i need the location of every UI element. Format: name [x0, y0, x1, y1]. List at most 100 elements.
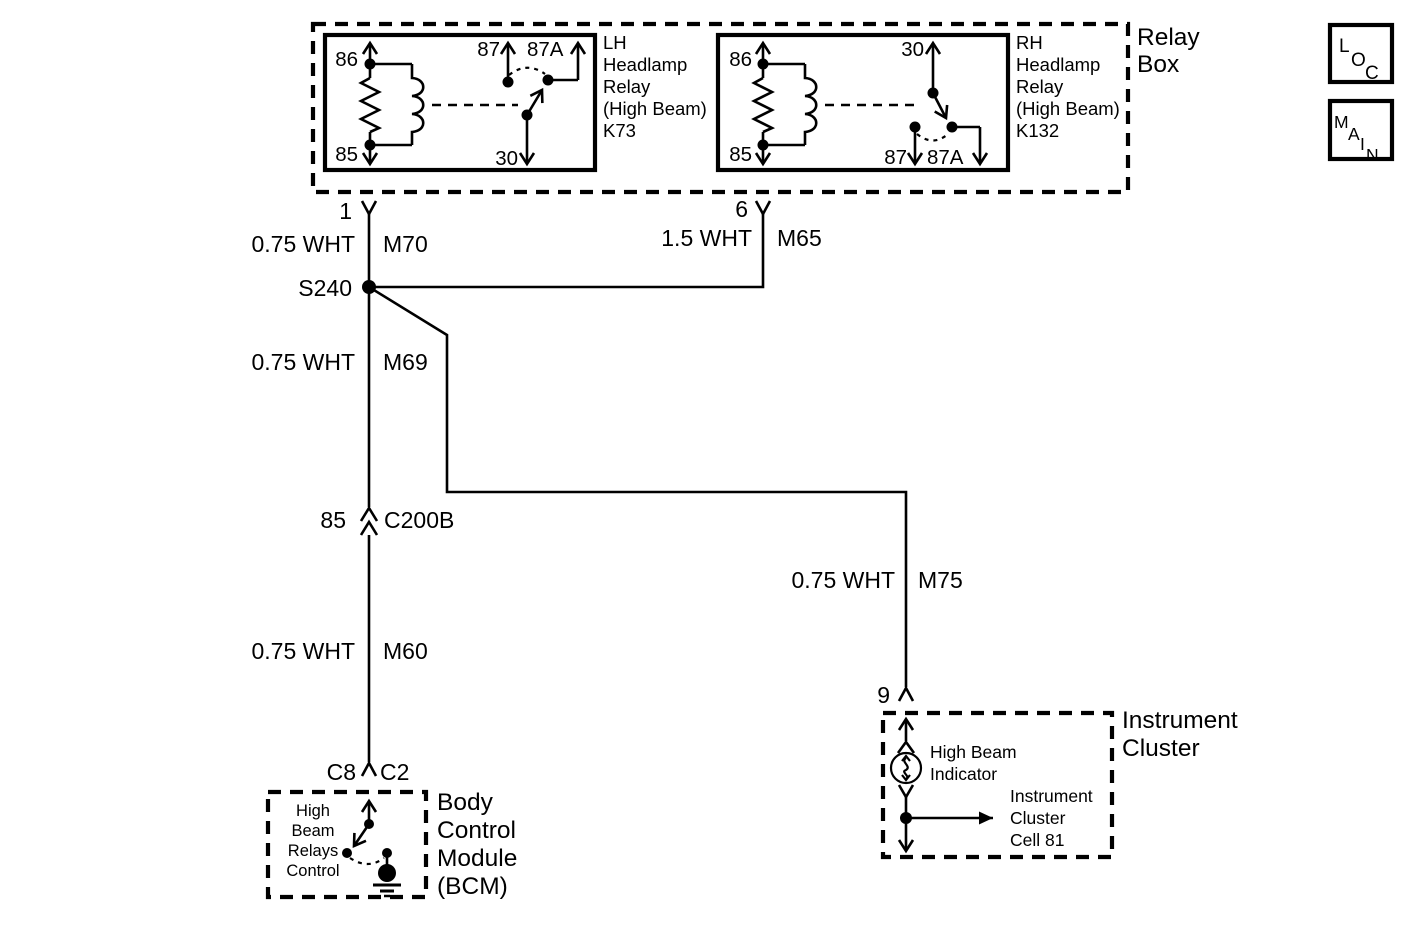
- loc-tag-letter: O: [1351, 50, 1366, 71]
- bcm-function-label: Beam: [291, 822, 334, 840]
- lh-switch-arm: [525, 87, 544, 116]
- bcm-pin-c8-label: C8: [327, 759, 356, 785]
- wire-m65-circuit: M65: [777, 225, 822, 251]
- instrument-cluster-outline: [880, 710, 1115, 860]
- rh-headlamp-relay-symbol: 86 85 30 87 87A RH Headlamp Relay (High …: [715, 32, 1120, 173]
- rh-switch-arm: [931, 92, 949, 121]
- main-tag-box: M A I N: [1327, 98, 1395, 165]
- lh-headlamp-relay-symbol: 86 85 87 87A 30 LH Headlamp Relay (High …: [322, 32, 707, 173]
- lh-relay-name: K73: [603, 120, 636, 141]
- rh-relay-name: Headlamp: [1016, 54, 1100, 75]
- lamp-filament: [903, 757, 909, 780]
- wire-m69-circuit: M69: [383, 349, 428, 375]
- wire-m60: 0.75 WHT M60: [251, 535, 428, 762]
- loc-tag-letter: L: [1339, 36, 1350, 57]
- c200b-connector-chevron: [359, 519, 379, 536]
- lh-relay-name: Headlamp: [603, 54, 687, 75]
- wire-m69-gauge: 0.75 WHT: [251, 349, 355, 375]
- wire-m70-circuit: M70: [383, 231, 428, 257]
- lh-resistor-zigzag: [358, 76, 383, 134]
- wire-m70: 1 0.75 WHT M70: [251, 198, 428, 287]
- high-beam-indicator-label: Indicator: [930, 764, 997, 784]
- lh-relay-name: LH: [603, 32, 627, 53]
- wire-m75-segment: [368, 285, 908, 687]
- pin1-connector-symbol: [360, 200, 378, 217]
- instrument-cluster-label: Cluster: [1122, 735, 1200, 762]
- rh-pin-label-87: 87: [884, 146, 907, 169]
- rh-pin-label-85: 85: [729, 143, 752, 166]
- wire-m65-gauge: 1.5 WHT: [661, 225, 752, 251]
- loc-tag-letter: C: [1365, 63, 1379, 84]
- pin6-label: 6: [735, 196, 748, 222]
- pin1-label: 1: [339, 198, 352, 224]
- rh-relay-name: (High Beam): [1016, 98, 1120, 119]
- bcm-function-label: Relays: [288, 842, 338, 860]
- rh-relay-name: Relay: [1016, 76, 1064, 97]
- bcm-function-label: High: [296, 802, 330, 820]
- rh-relay-name: RH: [1016, 32, 1043, 53]
- lh-pin-label-30: 30: [495, 147, 518, 170]
- bcm-function-label: Control: [286, 862, 339, 880]
- lh-pin-label-87: 87: [477, 38, 500, 61]
- rh-coil: [803, 64, 818, 145]
- rh-relay-name: K132: [1016, 120, 1059, 141]
- cluster-connector-chevron: [896, 739, 916, 754]
- rh-pin-label-87a: 87A: [927, 146, 964, 169]
- lh-relay-name: (High Beam): [603, 98, 707, 119]
- cluster-lamp-connector-symbol: [897, 784, 915, 800]
- loc-tag-outline: [1327, 22, 1395, 85]
- bcm-contact-dot-left: [342, 848, 352, 858]
- wire-m60-gauge: 0.75 WHT: [251, 638, 355, 664]
- wire-m60-circuit: M60: [383, 638, 428, 664]
- lh-relay-outline: [322, 32, 598, 173]
- main-tag-outline: [1327, 98, 1395, 162]
- rh-relay-outline: [715, 32, 1011, 173]
- bcm-label: Control: [437, 817, 516, 844]
- relay-box-outline: [310, 21, 1131, 195]
- c200b-label: C200B: [384, 507, 454, 533]
- bcm-outline: [265, 789, 429, 900]
- cluster-cell-reference-label: Cell 81: [1010, 830, 1064, 850]
- splice-s240-label: S240: [298, 275, 352, 301]
- pin6-connector-symbol: [754, 200, 772, 217]
- wire-m70-gauge: 0.75 WHT: [251, 231, 355, 257]
- main-tag-letter: M: [1334, 112, 1349, 132]
- c200b-connector-chevron: [359, 505, 379, 522]
- instrument-cluster-label: Instrument: [1122, 707, 1238, 734]
- bcm-label: Module: [437, 845, 517, 872]
- wire-m65-segment: [369, 214, 765, 289]
- wire-m69: 0.75 WHT M69: [251, 287, 428, 507]
- main-tag-letter: N: [1366, 145, 1379, 165]
- main-tag-letter: A: [1348, 124, 1360, 144]
- rh-resistor-zigzag: [751, 76, 776, 134]
- wire-m65: 6 1.5 WHT M65: [369, 196, 822, 289]
- wire-m75-circuit: M75: [918, 567, 963, 593]
- lh-contact-arc: [508, 66, 546, 76]
- rh-pin-label-86: 86: [729, 48, 752, 71]
- bcm-pin-c2-label: C2: [380, 759, 409, 785]
- high-beam-indicator-lamp: [889, 751, 923, 785]
- wire-m75-gauge: 0.75 WHT: [791, 567, 895, 593]
- wire-m75: 0.75 WHT M75: [368, 285, 963, 687]
- instrument-cluster: 9 High Beam Indicator Instrument Cluster…: [877, 682, 1238, 860]
- relay-box-label: Box: [1137, 51, 1179, 78]
- bcm-contact-arc: [349, 857, 385, 866]
- cluster-pin9-label: 9: [877, 682, 890, 708]
- lh-pin-label-85: 85: [335, 143, 358, 166]
- relay-box-label: Relay: [1137, 24, 1200, 51]
- cluster-pin9-connector-symbol: [897, 685, 915, 702]
- high-beam-indicator-label: High Beam: [930, 742, 1017, 762]
- lh-pin-label-86: 86: [335, 48, 358, 71]
- main-tag-letter: I: [1360, 134, 1365, 154]
- rh-contact-arc: [916, 133, 949, 142]
- bcm-contact-dot-right: [382, 848, 392, 858]
- lamp-filament-arrow-top: [901, 754, 911, 762]
- rh-pin-label-30: 30: [901, 38, 924, 61]
- lh-relay-name: Relay: [603, 76, 651, 97]
- bcm-label: (BCM): [437, 873, 508, 900]
- bcm-ground-ball: [378, 864, 396, 882]
- lh-pin-label-87a: 87A: [527, 38, 564, 61]
- bcm-switch-arm: [352, 823, 371, 849]
